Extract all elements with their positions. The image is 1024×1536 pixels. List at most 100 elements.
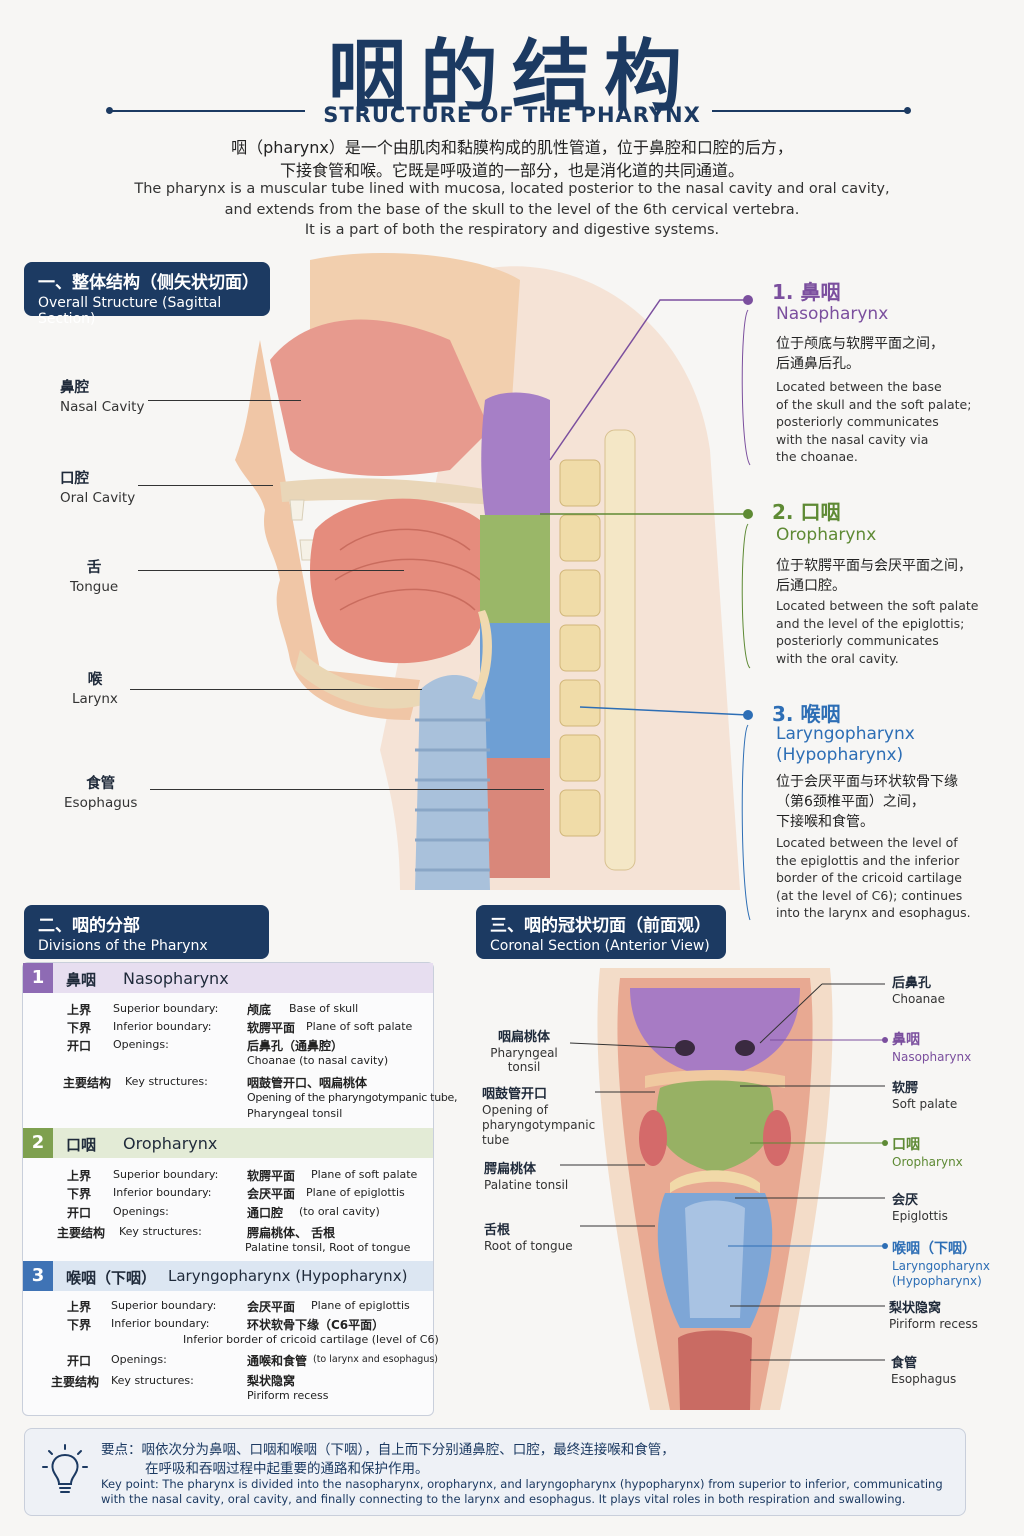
d1-key-v-zh: 咽鼓管开口、咽扁桃体 — [247, 1076, 368, 1090]
coronal-label-pharyngotympanic-tube: 咽鼓管开口 Opening of pharyngotympanic tube — [482, 1083, 595, 1147]
cr5-zh: 喉咽（下咽） — [892, 1241, 976, 1257]
laryngo-en-5: into the larynx and esophagus. — [776, 905, 971, 920]
section1-title-en: Overall Structure (Sagittal Section) — [38, 295, 222, 327]
division-laryngopharynx-en: Laryngopharynx (Hypopharynx) — [168, 1267, 408, 1285]
d1-sup-zh: 上界 — [67, 1003, 92, 1017]
cr7-en: Esophagus — [891, 1372, 957, 1386]
naso-zh-2: 后通鼻后孔。 — [776, 356, 860, 372]
cr6-en: Piriform recess — [889, 1317, 978, 1331]
leader-tongue — [138, 570, 404, 571]
division-nasopharynx-zh: 鼻咽 — [66, 971, 97, 989]
d1-sup-v-en: Base of skull — [289, 1002, 359, 1015]
coronal-label-piriform-recess: 梨状隐窝 Piriform recess — [889, 1297, 978, 1331]
coronal-nasopharynx — [630, 988, 800, 1078]
d3-sup-zh: 上界 — [67, 1300, 92, 1314]
naso-en-1: Located between the base — [776, 379, 942, 394]
keypoint-zh-2: 在呼吸和吞咽过程中起重要的通路和保护作用。 — [145, 1461, 429, 1477]
d3-inf-v-en: Inferior border of cricoid cartilage (le… — [183, 1333, 439, 1346]
region-nasopharynx-title: 1. 鼻咽 — [772, 280, 841, 304]
d2-inf-en: Inferior boundary: — [113, 1186, 212, 1199]
cr1-zh: 鼻咽 — [892, 1032, 920, 1048]
d1-sup-en: Superior boundary: — [113, 1002, 219, 1015]
tongue-muscle-lines — [334, 528, 481, 611]
coronal-label-esophagus: 食管 Esophagus — [891, 1352, 956, 1386]
region-laryngopharynx-title: 3. 喉咽 — [772, 702, 841, 726]
epiglottis-shape — [472, 610, 492, 700]
region-laryngopharynx-sub: Laryngopharynx — [776, 724, 915, 744]
d2-inf-v-zh: 会厌平面 — [247, 1187, 296, 1201]
cl1-en2: pharyngotympanic — [482, 1118, 596, 1132]
intro-en-line-3: It is a part of both the respiratory and… — [304, 222, 720, 238]
intro-zh-line-2: 下接食管和喉。它既是呼吸道的一部分，也是消化道的共同通道。 — [279, 161, 744, 180]
naso-en-5: the choanae. — [776, 449, 858, 464]
d1-key-zh: 主要结构 — [63, 1076, 112, 1090]
coronal-label-choanae: 后鼻孔 Choanae — [892, 972, 945, 1006]
d3-key-en: Key structures: — [111, 1374, 194, 1387]
oropharynx-region — [480, 515, 550, 623]
laryngo-en-3: border of the cricoid cartilage — [776, 870, 962, 885]
coronal-label-epiglottis: 会厌 Epiglottis — [892, 1189, 948, 1223]
label-oral-cavity: 口腔 Oral Cavity — [60, 467, 135, 506]
d2-op-en: Openings: — [113, 1205, 169, 1218]
cr5-en2: (Hypopharynx) — [892, 1274, 982, 1288]
d1-key-en: Key structures: — [125, 1075, 208, 1088]
cl0-en: Pharyngeal tonsil — [490, 1046, 558, 1074]
label-tongue: 舌 Tongue — [70, 556, 118, 595]
intro-en-line-1: The pharynx is a muscular tube lined wit… — [134, 181, 890, 197]
mandible — [295, 650, 450, 709]
label-larynx-zh: 喉 — [87, 672, 103, 688]
laryngo-zh-2: （第6颈椎平面）之间， — [776, 794, 925, 810]
region-laryngopharynx-desc-en: Located between the level of the epiglot… — [776, 834, 971, 922]
region-nasopharynx-desc-en: Located between the base of the skull an… — [776, 378, 971, 466]
laryngo-zh-3: 下接喉和食管。 — [776, 814, 874, 830]
keypoint-zh-1: 要点：咽依次分为鼻咽、口咽和喉咽（下咽），自上而下分别通鼻腔、口腔，最终连接喉和… — [101, 1442, 675, 1458]
region-nasopharynx-sub: Nasopharynx — [776, 304, 889, 324]
coronal-label-palatine-tonsil: 腭扁桃体 Palatine tonsil — [484, 1158, 568, 1192]
d1-op-v-zh: 后鼻孔（通鼻腔） — [247, 1039, 344, 1053]
d1-op-zh: 开口 — [67, 1039, 92, 1053]
section2-title-zh: 二、咽的分部 — [38, 916, 140, 936]
division-oropharynx-header: 2 口咽 Oropharynx — [23, 1128, 433, 1158]
cl2-zh: 腭扁桃体 — [484, 1162, 537, 1177]
d1-key-v-en2: Pharyngeal tonsil — [247, 1107, 343, 1120]
d3-sup-v-en: Plane of epiglottis — [311, 1299, 410, 1312]
d2-key-en: Key structures: — [119, 1225, 202, 1238]
cr4-en: Epiglottis — [892, 1209, 948, 1223]
leader-esophagus — [150, 789, 544, 790]
page-subtitle: STRUCTURE OF THE PHARYNX — [323, 103, 701, 127]
title-rule-right — [712, 110, 907, 112]
d1-key-v-en1: Opening of the pharyngotympanic tube, — [247, 1091, 458, 1104]
hard-palate — [280, 478, 495, 505]
tracheal-rings — [415, 718, 490, 872]
division-oropharynx-num: 2 — [23, 1128, 53, 1158]
coronal-label-soft-palate: 软腭 Soft palate — [892, 1077, 957, 1111]
cl1-en3: tube — [482, 1133, 510, 1147]
oro-zh-2: 后通口腔。 — [776, 578, 846, 594]
section3-title-en: Coronal Section (Anterior View) — [490, 938, 710, 954]
coronal-oropharynx — [656, 1080, 774, 1173]
d1-inf-v-en: Plane of soft palate — [306, 1020, 413, 1033]
division-oropharynx-en: Oropharynx — [123, 1134, 218, 1153]
label-larynx-en: Larynx — [72, 691, 118, 707]
coronal-label-oropharynx: 口咽 Oropharynx — [892, 1134, 963, 1169]
d2-op-zh: 开口 — [67, 1206, 92, 1220]
d2-key-v-zh: 腭扁桃体、 舌根 — [247, 1226, 336, 1240]
d2-sup-v-en: Plane of soft palate — [311, 1168, 418, 1181]
coronal-label-nasopharynx: 鼻咽 Nasopharynx — [892, 1029, 971, 1064]
section2-title-en: Divisions of the Pharynx — [38, 938, 208, 954]
d2-inf-zh: 下界 — [67, 1187, 92, 1201]
cr0-en: Choanae — [892, 992, 946, 1006]
naso-en-4: with the nasal cavity via — [776, 431, 929, 447]
cr6-zh: 梨状隐窝 — [889, 1301, 942, 1316]
section1-title-zh: 一、整体结构（侧矢状切面） — [38, 273, 259, 293]
cr1-en: Nasopharynx — [892, 1050, 972, 1064]
oro-en-4: with the oral cavity. — [776, 650, 899, 666]
leader-oral-cavity — [138, 485, 273, 486]
coronal-label-laryngopharynx: 喉咽（下咽） Laryngopharynx (Hypopharynx) — [892, 1238, 990, 1288]
oro-en-1: Located between the soft palate — [776, 598, 979, 613]
trachea-shape — [415, 675, 490, 890]
label-nasal-cavity-en: Nasal Cavity — [60, 399, 145, 415]
region-nasopharynx-desc-zh: 位于颅底与软腭平面之间， 后通鼻后孔。 — [776, 334, 944, 374]
coronal-choana-left — [675, 1040, 695, 1056]
keypoint-box: 要点：咽依次分为鼻咽、口咽和喉咽（下咽），自上而下分别通鼻腔、口腔，最终连接喉和… — [24, 1428, 966, 1516]
